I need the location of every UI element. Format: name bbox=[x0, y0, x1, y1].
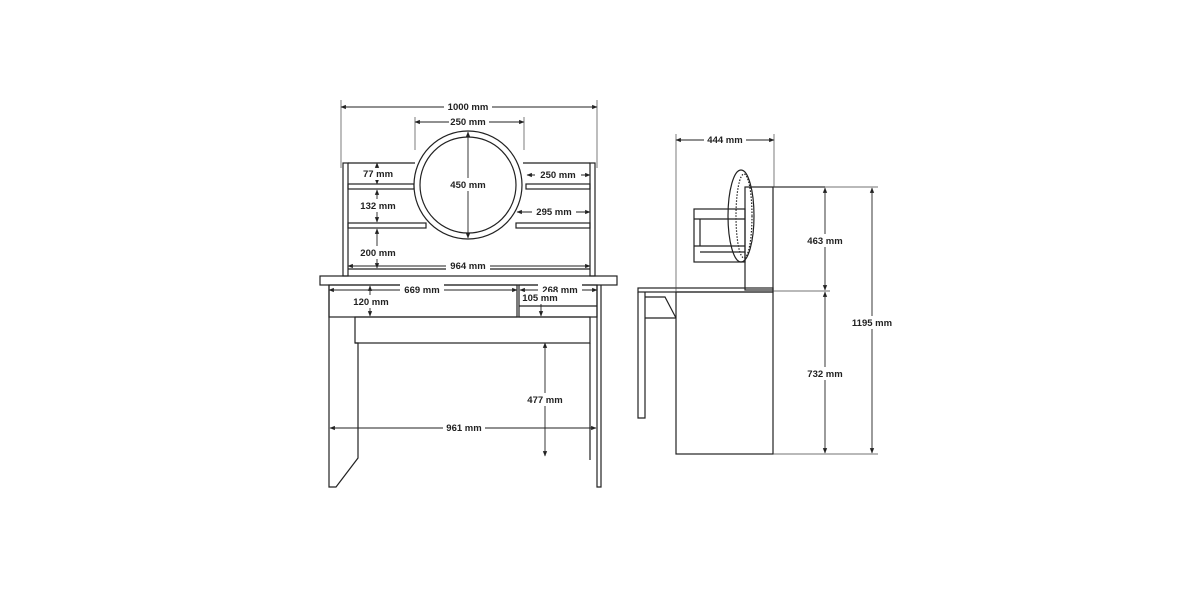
side-hutch-panel bbox=[744, 186, 774, 291]
left-shelf-bottom bbox=[347, 222, 427, 229]
dim-overall-width: 1000 mm bbox=[448, 102, 489, 113]
dim-mirror-width: 250 mm bbox=[450, 117, 485, 128]
dim-shelf-gap-mid: 132 mm bbox=[360, 201, 395, 212]
left-leg bbox=[328, 285, 359, 488]
modesty-panel bbox=[354, 316, 591, 344]
side-dimensions: 444 mm 463 mm 732 mm 1195 mm bbox=[675, 133, 896, 455]
dim-overall-height: 1195 mm bbox=[852, 318, 892, 329]
side-view bbox=[637, 169, 825, 455]
dim-upper-height: 463 mm bbox=[807, 236, 842, 247]
right-shelf-bottom bbox=[515, 222, 591, 229]
right-shelf-top bbox=[525, 183, 591, 190]
dim-leg-span-width: 961 mm bbox=[446, 423, 481, 434]
dim-knee-height: 477 mm bbox=[527, 395, 562, 406]
left-shelf-top bbox=[347, 183, 415, 190]
front-dimensions: 1000 mm 250 mm 450 mm 77 mm 132 mm 200 m… bbox=[328, 100, 598, 457]
dim-desk-height: 732 mm bbox=[807, 369, 842, 380]
dim-side-compartment-height: 105 mm bbox=[522, 293, 557, 304]
right-leg bbox=[596, 285, 602, 488]
dim-depth: 444 mm bbox=[707, 135, 742, 146]
side-mirror-frame bbox=[727, 169, 755, 263]
dim-side-compartment-width: 268 mm bbox=[542, 285, 577, 296]
side-desk-body bbox=[675, 291, 774, 455]
hutch-right-panel bbox=[589, 162, 596, 277]
side-drawer-profile bbox=[637, 292, 646, 419]
dim-right-shelf-top: 250 mm bbox=[540, 170, 575, 181]
dim-shelf-gap-bottom: 200 mm bbox=[360, 248, 395, 259]
side-shelf-upper bbox=[693, 208, 746, 263]
dim-drawer-height: 120 mm bbox=[353, 297, 388, 308]
dim-shelf-gap-top: 77 mm bbox=[363, 169, 393, 180]
dim-mirror-height: 450 mm bbox=[450, 180, 485, 191]
dim-right-shelf-bottom: 295 mm bbox=[536, 207, 571, 218]
dim-drawer-width: 669 mm bbox=[404, 285, 439, 296]
dim-desk-inner-width: 964 mm bbox=[450, 261, 485, 272]
hutch-left-panel bbox=[342, 162, 349, 277]
